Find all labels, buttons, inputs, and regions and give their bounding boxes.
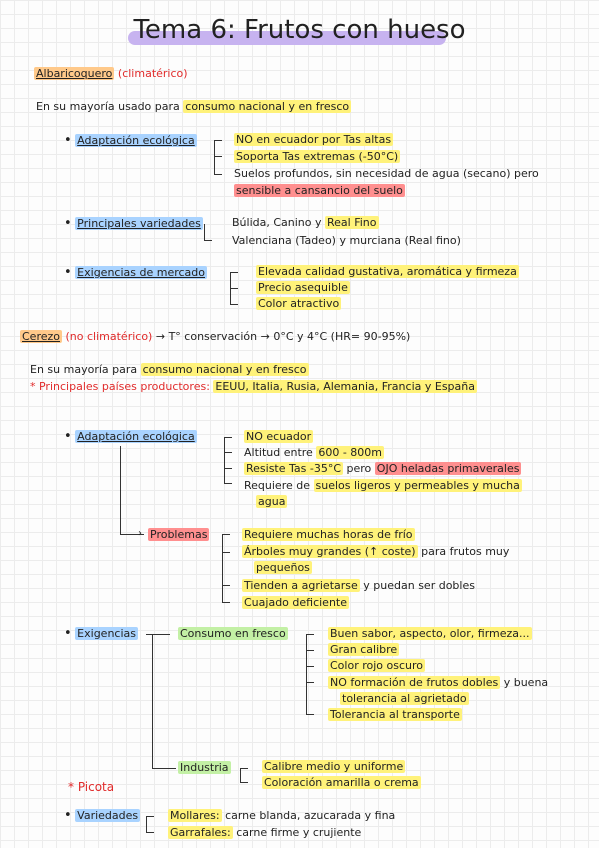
cer-variedades-bracket (146, 816, 147, 832)
alb-variedades-bracket (204, 224, 205, 240)
cer-exigencias-bracket (152, 634, 153, 768)
albaricoquero-heading: Albaricoquero (climatérico) (34, 67, 188, 81)
cer-consumo-item: NO formación de frutos dobles y buena (328, 676, 549, 689)
cer-consumo-label: Consumo en fresco (178, 627, 288, 640)
arrow-head-icon: › (138, 528, 142, 539)
cer-exigencias-label: • Exigencias (64, 626, 138, 641)
cerezo-heading: Cerezo (no climatérico) → T° conservació… (20, 330, 410, 344)
cer-consumo-item: Gran calibre (328, 643, 400, 656)
alb-variedades-item: Valenciana (Tadeo) y murciana (Real fino… (232, 234, 461, 247)
alb-adaptacion-item: sensible a cansancio del suelo (234, 184, 405, 197)
cer-problemas-item: Árboles muy grandes (↑ coste) para fruto… (242, 545, 510, 558)
cer-problemas-item: Requiere muchas horas de frío (242, 528, 415, 541)
cer-industria-item: Calibre medio y uniforme (262, 760, 406, 773)
alb-adaptacion-item: Suelos profundos, sin necesidad de agua … (234, 167, 539, 180)
cer-variedades-label: • Variedades (64, 808, 141, 823)
albaricoquero-usage: En su mayoría usado para consumo naciona… (36, 100, 352, 113)
cer-consumo-bracket (306, 634, 307, 714)
cer-consumo-item: Buen sabor, aspecto, olor, firmeza... (328, 627, 532, 640)
alb-exigencias-label: • Exigencias de mercado (64, 265, 207, 280)
cer-consumo-item: Color rojo oscuro (328, 659, 426, 672)
cer-problemas-bracket (222, 534, 223, 602)
cerezo-conservacion: → T° conservación → 0°C y 4°C (HR= 90-95… (155, 330, 411, 343)
cer-adaptacion-item: NO ecuador (244, 430, 314, 443)
cer-problemas-item-cont: pequeños (254, 561, 312, 574)
cer-adaptacion-item: Requiere de suelos ligeros y permeables … (244, 479, 522, 492)
cer-consumo-item-cont: tolerancia al agrietado (340, 692, 469, 705)
alb-adaptacion-label: • Adaptación ecológica (64, 133, 197, 148)
title-highlight (128, 31, 446, 45)
cer-industria-bracket (240, 768, 241, 782)
page-title: Tema 6: Frutos con hueso (133, 15, 466, 45)
alb-exigencias-item: Precio asequible (256, 281, 350, 294)
cer-adaptacion-bracket (224, 437, 225, 483)
cer-problemas-item: Cuajado deficiente (242, 596, 350, 609)
alb-adaptacion-item: NO en ecuador por Tas altas (234, 133, 394, 146)
arrow-line (120, 534, 144, 536)
cer-consumo-item: Tolerancia al transporte (328, 708, 462, 721)
cerezo-type: (no climatérico) (65, 330, 153, 343)
cer-variedades-item: Garrafales: carne firme y crujiente (168, 826, 362, 839)
cer-adaptacion-label: • Adaptación ecológica (64, 429, 197, 444)
cerezo-paises: * Principales países productores: EEUU, … (30, 380, 477, 393)
cer-adaptacion-item: Resiste Tas -35°C pero OJO heladas prima… (244, 462, 522, 475)
cerezo-usage: En su mayoría para consumo nacional y en… (30, 363, 309, 376)
alb-exigencias-item: Elevada calidad gustativa, aromática y f… (256, 265, 519, 278)
albaricoquero-name: Albaricoquero (34, 67, 115, 80)
cer-industria-item: Coloración amarilla o crema (262, 776, 421, 789)
cer-problemas-item: Tienden a agrietarse y puedan ser dobles (242, 579, 475, 592)
alb-variedades-item: Búlida, Canino y Real Fino (232, 216, 379, 229)
cer-variedades-item: Mollares: carne blanda, azucarada y fina (168, 809, 396, 822)
albaricoquero-type: (climatérico) (117, 67, 188, 80)
alb-adaptacion-item: Soporta Tas extremas (-50°C) (234, 150, 401, 163)
cer-industria-label: Industria (178, 761, 231, 774)
picota-note: * Picota (68, 780, 115, 794)
alb-adaptacion-bracket (214, 140, 215, 174)
alb-variedades-label: • Principales variedades (64, 216, 203, 231)
cerezo-name: Cerezo (20, 330, 63, 343)
cer-adaptacion-item: Altitud entre 600 - 800m (244, 446, 384, 459)
cer-adaptacion-item-cont: agua (256, 495, 288, 508)
arrow-line (120, 446, 122, 534)
alb-exigencias-item: Color atractivo (256, 297, 342, 310)
cer-problemas-label: Problemas (148, 528, 210, 541)
